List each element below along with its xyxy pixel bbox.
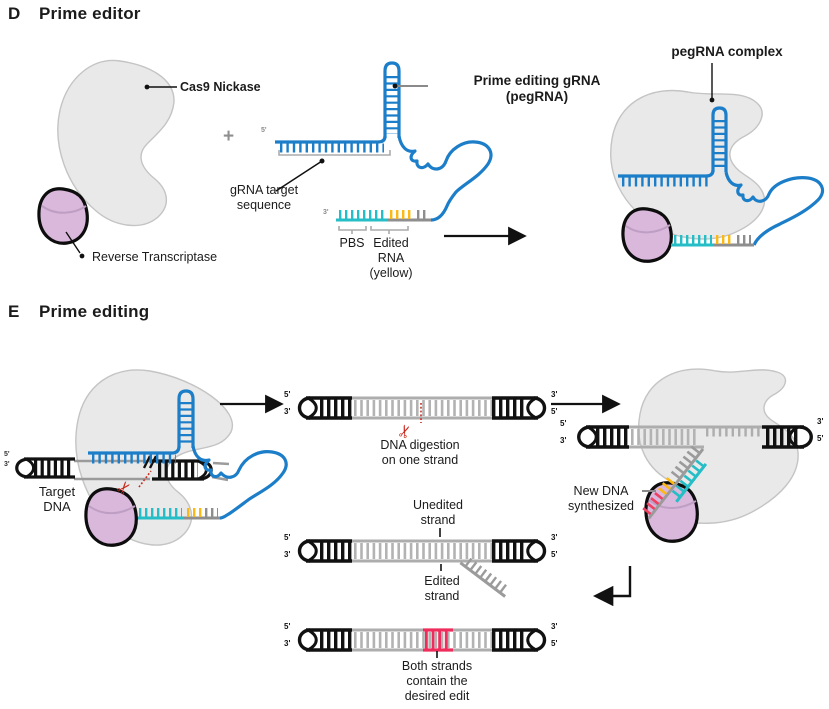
pegrna-complex-label: pegRNA complex <box>671 44 783 59</box>
edited-rna-line3: (yellow) <box>369 265 413 280</box>
both-line1: Both strands <box>401 659 473 673</box>
edited-line1: Edited <box>424 574 460 588</box>
pegrna-line1: Prime editing gRNA <box>473 73 601 88</box>
new-dna-label: New DNA synthesized <box>568 484 634 514</box>
grna-target-bracket <box>275 150 391 192</box>
cas9-nickase-label: Cas9 Nickase <box>180 80 261 94</box>
er-right-5p: 5' <box>817 434 824 443</box>
pegrna-line2: (pegRNA) <box>505 88 569 104</box>
dna-duplex-edited <box>297 628 547 658</box>
panel-e-title: Prime editing <box>39 302 150 321</box>
grna-target-line1: gRNA target <box>229 183 299 197</box>
new-dna-line1: New DNA <box>573 484 629 498</box>
edited-rna-bracket <box>370 226 409 234</box>
cas9-pointer-line <box>144 84 177 90</box>
rt-pointer-line <box>65 231 85 259</box>
dna-duplex-nicked: ✂ <box>297 396 547 442</box>
panel-e-letter: E <box>8 302 20 321</box>
d3-left-3p: 3' <box>284 639 291 648</box>
target-dna-line2: DNA <box>43 499 71 515</box>
target-dna-label: Target DNA <box>39 484 75 515</box>
d1-left-5p: 5' <box>284 390 291 399</box>
target-5-prime: 5' <box>4 451 10 458</box>
rt-blob-left-complex <box>84 487 138 547</box>
both-line3: desired edit <box>404 688 470 703</box>
d1-right-5p: 5' <box>551 407 558 416</box>
d2-right-5p: 5' <box>551 550 558 559</box>
er-left-3p: 3' <box>560 436 567 445</box>
new-dna-line2: synthesized <box>567 498 635 513</box>
digestion-line2: on one strand <box>381 452 459 467</box>
unedited-line1: Unedited <box>412 498 464 512</box>
edited-strand-label: Edited strand <box>424 574 459 604</box>
edited-rna-line2: RNA <box>377 250 405 265</box>
pegrna-pointer-line <box>392 83 428 89</box>
edited-strand-flap <box>459 557 509 598</box>
d1-left-3p: 3' <box>284 407 291 416</box>
pegrna-structure <box>275 61 493 222</box>
reverse-transcriptase-blob <box>37 187 89 245</box>
both-line2: contain the <box>406 673 468 688</box>
edited-rna-line1: Edited <box>373 236 409 250</box>
d2-left-3p: 3' <box>284 550 291 559</box>
cas9-nickase-blob <box>57 59 175 227</box>
synthesis-complex <box>577 368 813 543</box>
digestion-line1: DNA digestion <box>380 438 460 452</box>
d3-right-3p: 3' <box>551 622 558 631</box>
plus-sign: + <box>223 126 235 147</box>
target-dna-duplex <box>15 457 75 479</box>
pegrna-complex-pointer <box>709 63 715 103</box>
pegrna-complex <box>610 89 825 263</box>
dna-duplex-flap <box>297 528 547 598</box>
d1-right-3p: 3' <box>551 390 558 399</box>
pegrna-5-prime-label: 5' <box>261 127 267 134</box>
d2-right-3p: 3' <box>551 533 558 542</box>
er-left-5p: 5' <box>560 419 567 428</box>
unedited-line2: strand <box>420 512 456 527</box>
pegrna-label: Prime editing gRNA (pegRNA) <box>474 73 601 105</box>
arrow-return <box>592 566 632 607</box>
new-dna-flap <box>642 445 708 520</box>
d3-left-5p: 5' <box>284 622 291 631</box>
target-3-prime: 3' <box>4 461 10 468</box>
grna-target-label: gRNA target sequence <box>230 183 298 213</box>
d2-left-5p: 5' <box>284 533 291 542</box>
edited-line2: strand <box>424 588 460 603</box>
pegrna-3-prime-label: 3' <box>323 209 329 216</box>
panel-d-letter: D <box>8 4 21 23</box>
edited-rna-label: Edited RNA (yellow) <box>369 236 412 280</box>
er-right-3p: 3' <box>817 417 824 426</box>
pbs-label: PBS <box>339 236 365 250</box>
target-dna-line1: Target <box>38 484 76 499</box>
svg-text:✂: ✂ <box>394 421 418 441</box>
scissors-icon: ✂ <box>394 403 422 442</box>
reverse-transcriptase-label: Reverse Transcriptase <box>92 250 218 264</box>
editing-complex-on-dna: ✂ <box>15 369 288 547</box>
pbs-bracket <box>338 226 367 234</box>
panel-d-title: Prime editor <box>39 4 141 23</box>
d3-right-5p: 5' <box>551 639 558 648</box>
grna-target-line2: sequence <box>236 197 292 212</box>
unedited-strand-label: Unedited strand <box>413 498 463 528</box>
dna-digestion-label: DNA digestion on one strand <box>380 438 459 468</box>
both-strands-label: Both strands contain the desired edit <box>402 659 472 703</box>
rt-blob-in-complex <box>621 207 673 263</box>
